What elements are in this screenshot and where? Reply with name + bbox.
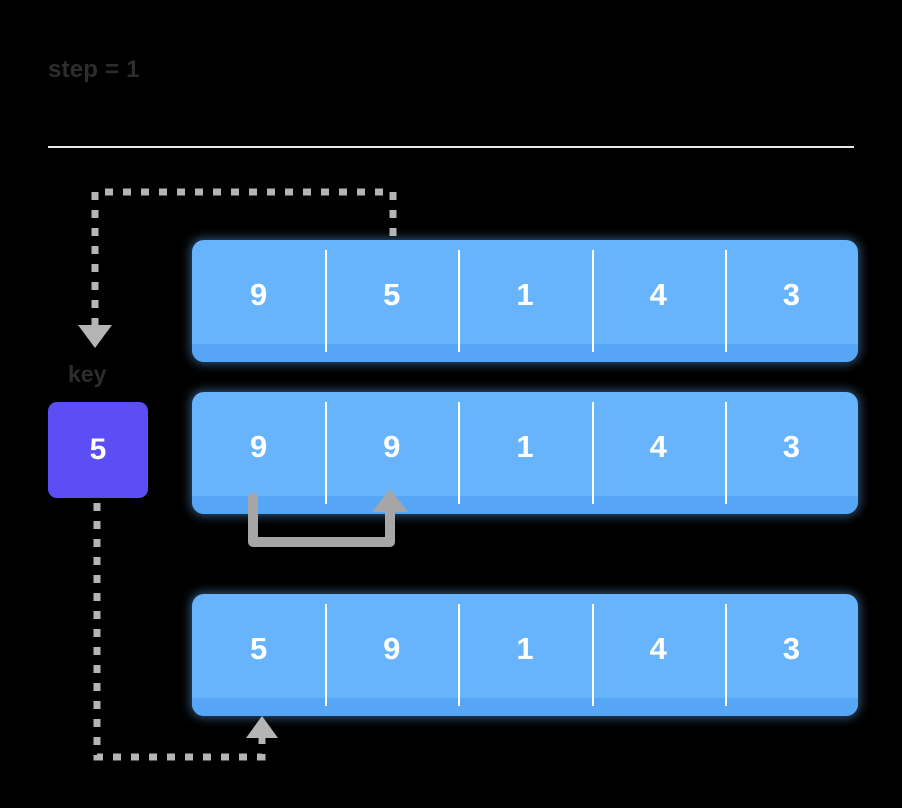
cell-value: 4 [649,428,667,464]
cell-value: 3 [782,276,801,312]
cell-value: 3 [782,630,801,666]
array-cell[interactable]: 4 [591,240,725,362]
arrowhead-up-icon [246,716,278,738]
key-box[interactable]: 5 [48,402,148,498]
cell-value: 4 [649,276,667,312]
array-cell[interactable]: 9 [192,240,325,362]
header-divider [48,146,854,148]
array-row: 9 9 1 4 3 [192,392,858,514]
array-cell[interactable]: 1 [458,392,591,514]
cell-value: 1 [516,630,534,666]
array-cell[interactable]: 5 [325,240,458,362]
array-cell[interactable]: 9 [325,392,458,514]
array-cell[interactable]: 3 [724,240,858,362]
array-cell[interactable]: 4 [591,594,725,716]
array-cell[interactable]: 3 [724,594,858,716]
array-cell[interactable]: 9 [325,594,458,716]
cell-value: 5 [383,276,401,312]
key-label: key [68,361,107,387]
cell-value: 9 [249,428,268,464]
page-title: step = 1 [48,56,140,83]
array-cell[interactable]: 4 [591,392,725,514]
cell-value: 9 [383,428,401,464]
array-cell[interactable]: 1 [458,594,591,716]
cell-value: 9 [249,276,268,312]
array-row: 9 5 1 4 3 [192,240,858,362]
array-cell[interactable]: 3 [724,392,858,514]
arrowhead-down-icon [78,325,112,348]
array-cell[interactable]: 1 [458,240,591,362]
array-cell[interactable]: 9 [192,392,325,514]
cell-value: 1 [516,276,534,312]
array-cell[interactable]: 5 [192,594,325,716]
cell-value: 5 [249,630,268,666]
cell-value: 3 [782,428,801,464]
array-row: 5 9 1 4 3 [192,594,858,716]
cell-value: 9 [383,630,401,666]
cell-value: 1 [516,428,534,464]
key-value: 5 [89,433,107,466]
cell-value: 4 [649,630,667,666]
